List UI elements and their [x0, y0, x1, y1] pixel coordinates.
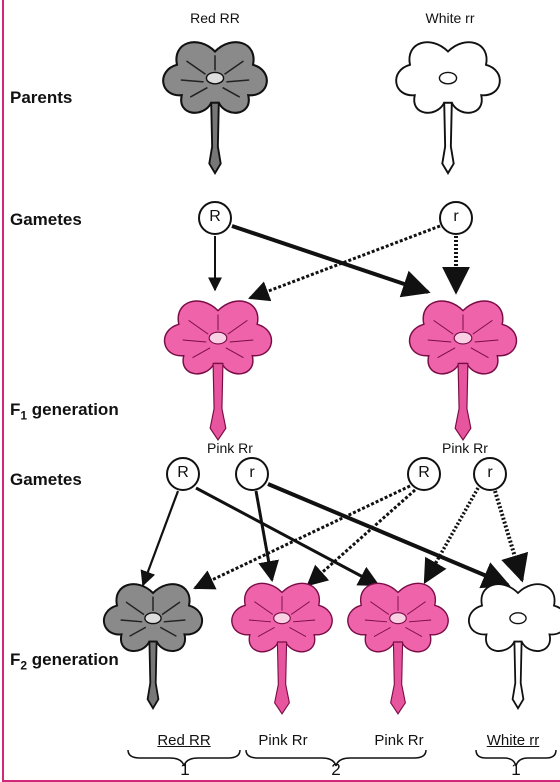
- parent-red-flower: [162, 41, 268, 175]
- label-gametes-1: Gametes: [10, 210, 82, 229]
- caption-parent-white: White rr: [425, 10, 475, 26]
- arrow-R1-to-f2-red: [140, 490, 180, 587]
- caption-parent-red: Red RR: [190, 10, 240, 26]
- caption-f2-pink-2: Pink Rr: [374, 732, 424, 749]
- page-frame-left: [2, 0, 4, 782]
- arrow-R2-to-f2-red: [193, 484, 411, 590]
- label-gametes-2: Gametes: [10, 470, 82, 489]
- arrow-R1-to-f2-pink2: [195, 486, 380, 587]
- f2-pink-flower-1: [231, 582, 333, 715]
- arrow-R2-to-f2-pink1: [306, 488, 416, 587]
- ratio-pink: 2: [331, 760, 341, 779]
- gamete-circle-r-f1-right: [473, 457, 507, 491]
- brace-red: [127, 749, 241, 767]
- brace-white: [475, 749, 557, 767]
- gamete-circle-R-f1-right: [407, 457, 441, 491]
- caption-f2-pink-1: Pink Rr: [258, 732, 308, 749]
- arrow-r-to-f1-left: [248, 224, 441, 302]
- page-frame-bottom: [2, 780, 560, 782]
- caption-f2-white: White rr: [486, 732, 540, 749]
- arrow-r2-to-f2-white: [493, 490, 529, 583]
- gamete-label-R-f1-right: R: [418, 464, 430, 481]
- label-f2-generation: F2 generation: [10, 650, 119, 673]
- gamete-circle-R-parent: [198, 201, 232, 235]
- f1-pink-flower-right: [408, 300, 518, 441]
- caption-f1-right: Pink Rr: [442, 440, 488, 456]
- f2-white-flower: [468, 583, 560, 710]
- caption-f1-left: Pink Rr: [207, 440, 253, 456]
- gamete-label-R-parent: R: [209, 208, 221, 225]
- f2-pink-flower-2: [347, 582, 449, 715]
- gamete-circle-r-parent: [439, 201, 473, 235]
- brace-pink: [245, 749, 427, 767]
- label-parents: Parents: [10, 88, 73, 107]
- arrow-R-to-f1-right: [231, 224, 431, 298]
- ratio-white: 1: [511, 760, 521, 779]
- gamete-circle-R-f1-left: [166, 457, 200, 491]
- parent-white-flower: [395, 41, 501, 175]
- label-f1-generation: F1 generation: [10, 400, 119, 423]
- arrow-r2-to-f2-pink2: [423, 487, 480, 585]
- caption-f2-red: Red RR: [157, 732, 211, 749]
- gamete-label-R-f1-left: R: [177, 464, 189, 481]
- gamete-label-r-f1-right: r: [487, 464, 493, 481]
- gamete-label-r-parent: r: [453, 208, 459, 225]
- f2-red-flower: [102, 583, 204, 710]
- arrow-r1-to-f2-white: [267, 482, 511, 589]
- arrow-r1-to-f2-pink1: [254, 490, 279, 583]
- ratio-red: 1: [180, 760, 190, 779]
- gamete-label-r-f1-left: r: [249, 464, 255, 481]
- f1-pink-flower-left: [163, 300, 273, 441]
- gamete-circle-r-f1-left: [235, 457, 269, 491]
